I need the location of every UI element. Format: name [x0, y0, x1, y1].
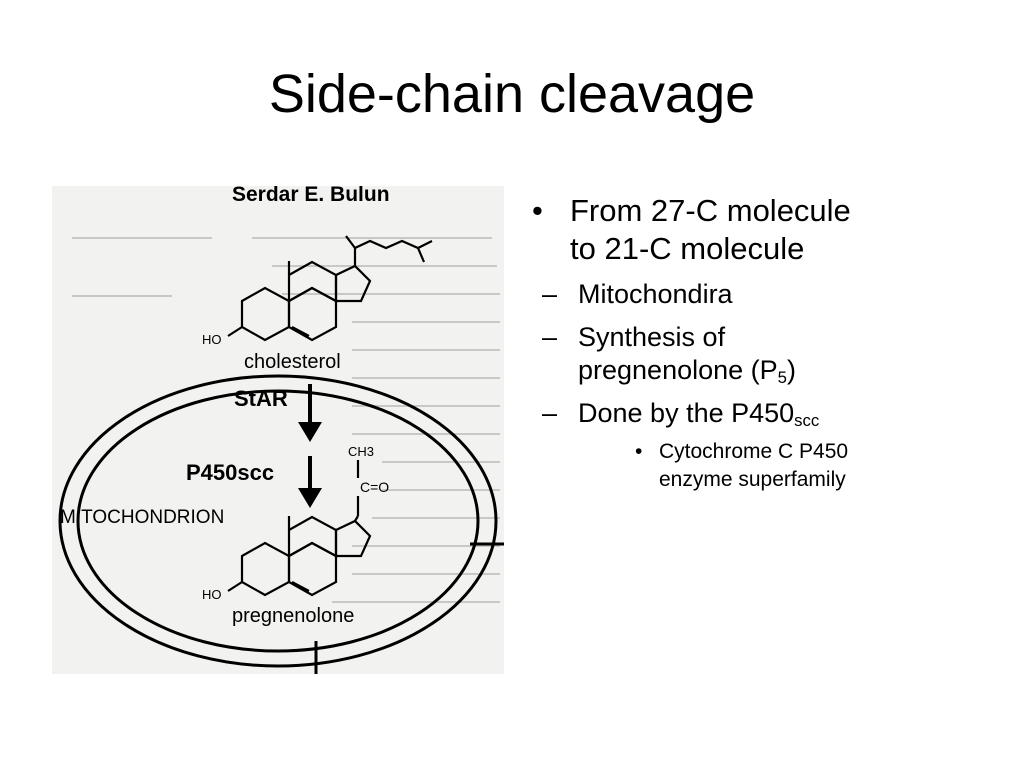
sub-sub-bullet-cytochrome: • Cytochrome C P450 enzyme superfamily — [532, 438, 1002, 494]
sub-bullet-dash: – — [542, 279, 558, 309]
steroid-pathway-figure: Serdar E. Bulun HO cholesterol StAR — [52, 186, 504, 674]
sub-bullet-line2: pregnenolone (P5) — [578, 355, 796, 388]
figure-drawing: Serdar E. Bulun HO cholesterol StAR — [58, 186, 504, 674]
cholesterol-label: cholesterol — [244, 351, 341, 373]
cholesterol-structure — [227, 235, 433, 342]
figure-header: Serdar E. Bulun — [232, 186, 390, 206]
pregnenolone-label: pregnenolone — [232, 605, 354, 627]
sub-bullet-line1: Synthesis of — [578, 322, 726, 352]
sub-sub-bullet-line2: enzyme superfamily — [659, 468, 846, 491]
sub-sub-bullet-line1: Cytochrome C P450 — [659, 440, 849, 463]
sub-bullet-text: Mitochondira — [578, 279, 733, 309]
sub-bullet-mitochondria: – Mitochondira — [532, 278, 1002, 311]
bullet-dot: • — [532, 193, 543, 228]
sub-bullet-synthesis: – Synthesis of pregnenolone (P5) — [532, 321, 1002, 387]
star-arrow-head — [298, 422, 322, 442]
slide-title: Side-chain cleavage — [268, 64, 756, 124]
mitochondrion-membrane — [58, 374, 498, 668]
sub-bullet-text: Done by the P450scc — [578, 398, 820, 431]
star-label: StAR — [234, 386, 288, 411]
bullet-list: • From 27-C molecule to 21-C molecule – … — [532, 192, 1002, 494]
pregnenolone-structure — [227, 460, 372, 597]
p450-arrow-head — [298, 488, 322, 508]
sub-sub-bullet-dot: • — [635, 440, 643, 463]
p450scc-label: P450scc — [186, 460, 274, 485]
pregnenolone-ho: HO — [202, 587, 222, 602]
bullet-main: • From 27-C molecule to 21-C molecule — [532, 192, 1002, 268]
sub-bullet-done-by: – Done by the P450scc — [532, 397, 1002, 430]
pregnenolone-ketone: C=O — [360, 479, 389, 495]
sub-bullet-dash: – — [542, 398, 558, 428]
pregnenolone-ch3: CH3 — [348, 444, 374, 459]
sub-bullet-dash: – — [542, 322, 558, 352]
mitochondrion-label: MITOCHONDRION — [60, 507, 224, 528]
background-text-lines — [72, 237, 500, 603]
cholesterol-ho: HO — [202, 332, 222, 347]
bullet-main-line1: From 27-C molecule — [570, 193, 851, 228]
bullet-main-line2: to 21-C molecule — [570, 231, 805, 266]
